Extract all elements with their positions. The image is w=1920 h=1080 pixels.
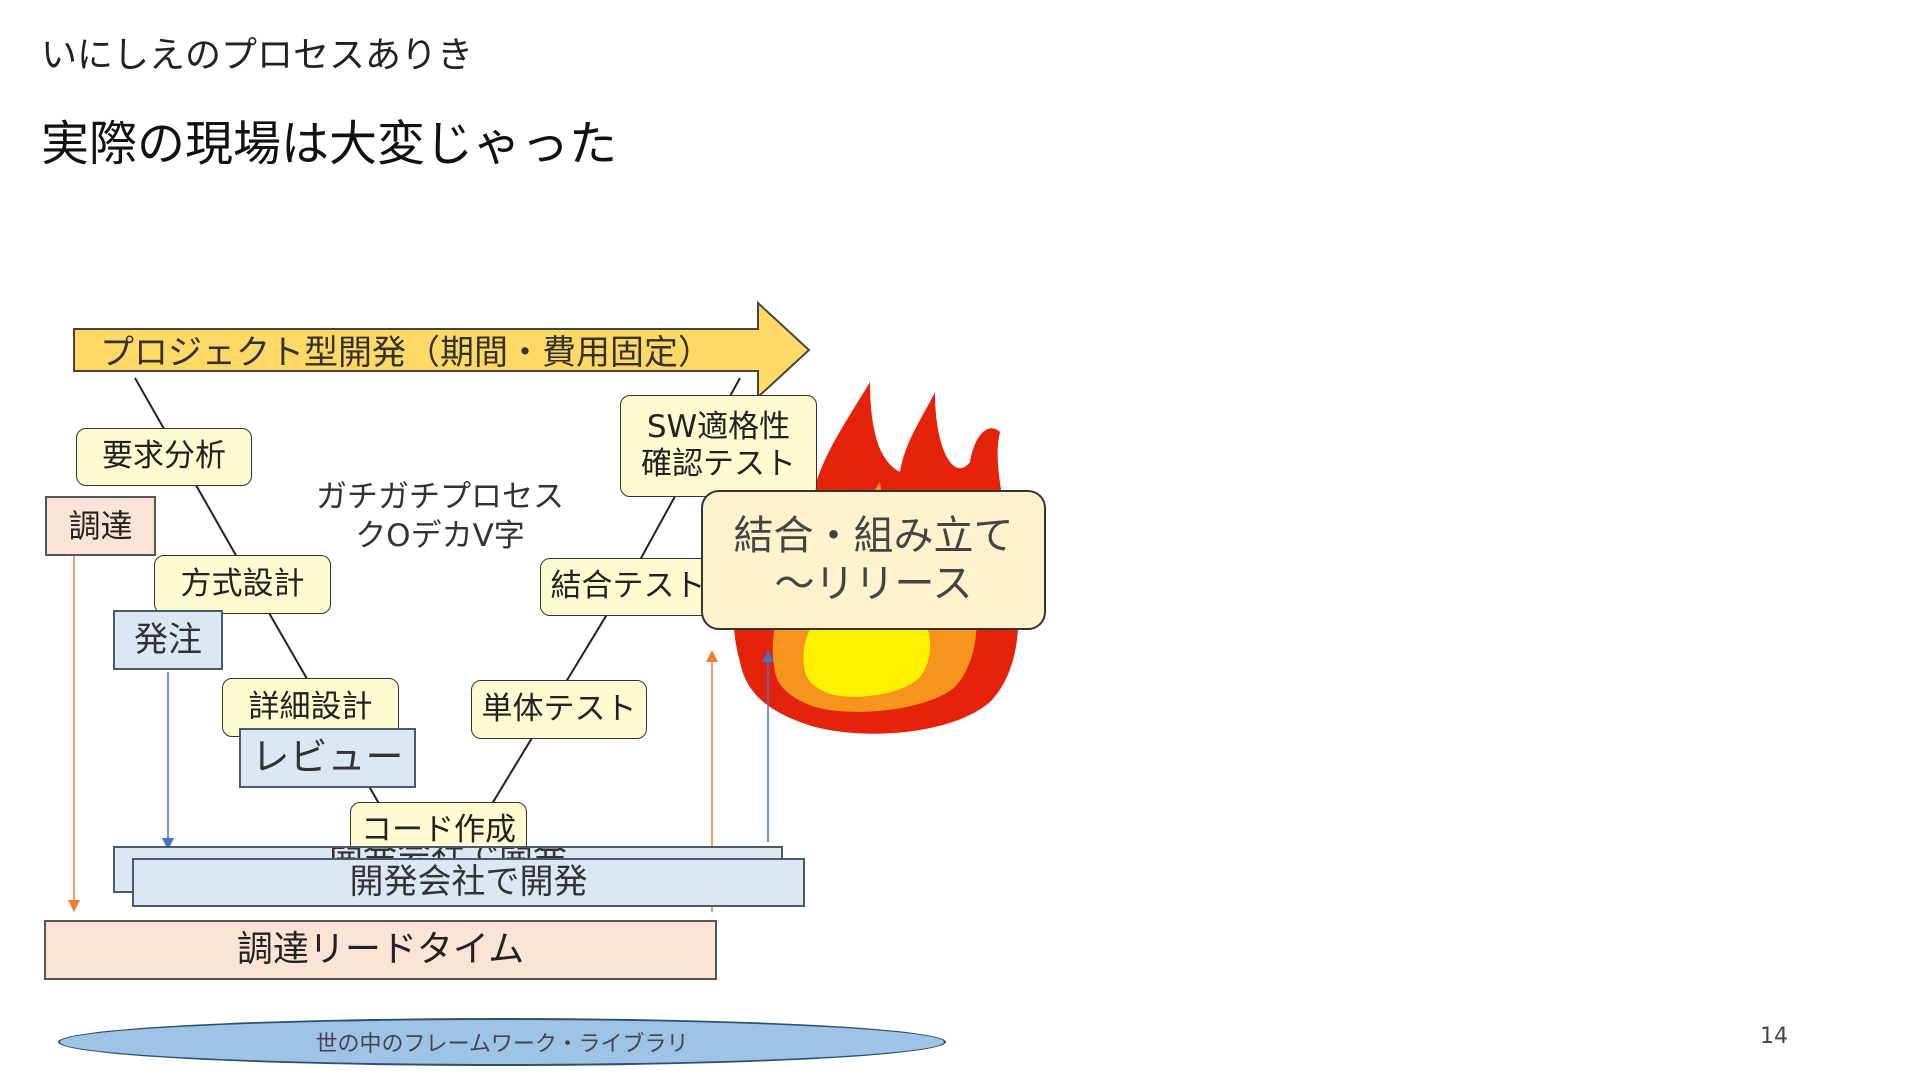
caption-line-2: クOデカV字 bbox=[355, 517, 525, 554]
review-box: レビュー bbox=[239, 728, 416, 788]
integration-test-box: 結合テスト bbox=[540, 558, 716, 616]
dev-box: 開発会社で開発 bbox=[132, 858, 805, 907]
caption-line-1: ガチガチプロセス bbox=[316, 479, 564, 515]
unit-test-box: 単体テスト bbox=[471, 680, 647, 739]
page-number: 14 bbox=[1760, 1024, 1788, 1049]
callout-line1: 結合・組み立て bbox=[733, 513, 1014, 559]
sw-qualification-line2: 確認テスト bbox=[641, 446, 796, 482]
arch-design-box: 方式設計 bbox=[154, 555, 331, 614]
req-analysis-box: 要求分析 bbox=[76, 428, 252, 486]
detail-design-box: 詳細設計 bbox=[222, 678, 399, 737]
procure-box: 調達 bbox=[45, 496, 156, 556]
project-arrow bbox=[73, 300, 811, 400]
sw-qualification-box: SW適格性 確認テスト bbox=[620, 395, 817, 497]
lead-time-box: 調達リードタイム bbox=[44, 920, 717, 980]
order-box: 発注 bbox=[113, 610, 223, 670]
callout-line2: ～リリース bbox=[774, 561, 973, 607]
project-arrow-label: プロジェクト型開発（期間・費用固定） bbox=[100, 333, 712, 373]
slide-title: 実際の現場は大変じゃった bbox=[41, 116, 618, 172]
sw-qualification-line1: SW適格性 bbox=[646, 408, 791, 445]
integration-release-callout: 結合・組み立て ～リリース bbox=[701, 490, 1046, 630]
framework-library-ellipse: 世の中のフレームワーク・ライブラリ bbox=[58, 1018, 946, 1066]
v-model-caption: ガチガチプロセス クOデカV字 bbox=[300, 478, 580, 556]
slide-subtitle: いにしえのプロセスありき bbox=[41, 35, 474, 76]
